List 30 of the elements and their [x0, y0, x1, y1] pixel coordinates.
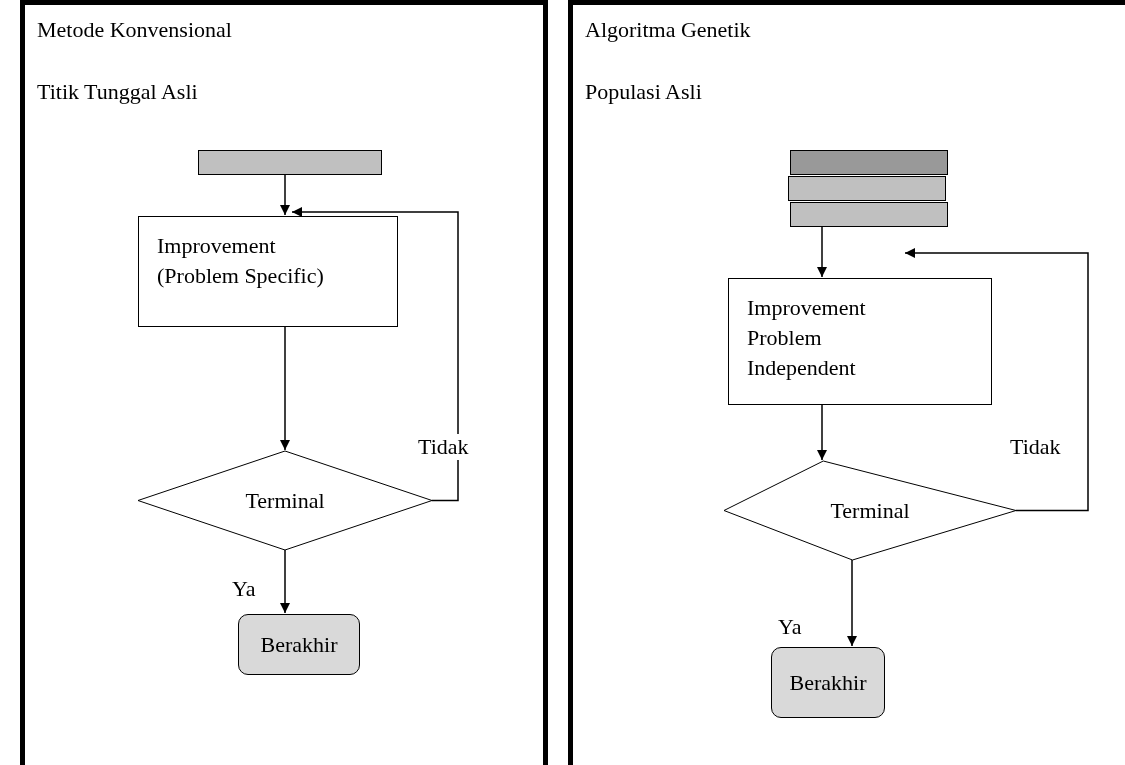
decision-diamond [724, 461, 1016, 560]
panel-heading: Titik Tunggal Asli [37, 79, 198, 105]
process-text: Improvement Problem Independent [747, 294, 867, 382]
decision-text: Terminal [245, 486, 325, 515]
arrow [817, 226, 827, 278]
arrow [280, 326, 290, 451]
process-text: Improvement (Problem Specific) [157, 232, 325, 290]
terminal-text: Berakhir [789, 668, 867, 697]
panel-heading: Populasi Asli [585, 79, 702, 105]
arrow [280, 549, 290, 614]
bar [788, 176, 946, 201]
bar [790, 150, 948, 175]
process-box [728, 278, 992, 405]
panel [568, 0, 1125, 765]
arrow [280, 174, 290, 216]
panel [20, 0, 548, 765]
edge-label: Tidak [418, 434, 469, 460]
arrow [847, 559, 857, 647]
arrow [291, 207, 459, 502]
arrow [817, 404, 827, 461]
decision-text: Terminal [830, 496, 910, 525]
bar [790, 202, 948, 227]
bar [198, 150, 382, 175]
panel-heading: Metode Konvensional [37, 17, 232, 43]
terminal-box [771, 647, 885, 718]
panel-heading: Algoritma Genetik [585, 17, 751, 43]
terminal-text: Berakhir [260, 630, 338, 659]
terminal-box [238, 614, 360, 675]
process-box [138, 216, 398, 327]
arrow [904, 248, 1089, 512]
